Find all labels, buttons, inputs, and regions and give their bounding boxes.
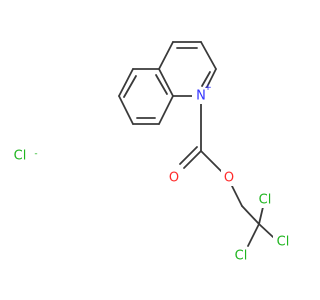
bond-ester-o-ch2: [231, 185, 243, 207]
cl-bottom-bg: [231, 248, 251, 264]
carbonyl-o-bg: [166, 166, 182, 182]
bond-c3-c2: [200, 41, 217, 70]
cl-right-bg: [273, 234, 293, 250]
bond-c4a-c4: [158, 41, 174, 70]
atom-labels: N + O O Cl Cl Cl Cl -: [14, 83, 293, 264]
bond-carbonyl-double-a: [183, 150, 202, 169]
bond-ch2-ccl3: [241, 205, 260, 225]
bonds: [118, 41, 274, 247]
bond-ccl3-cl-bottom: [247, 223, 260, 247]
nitrogen-charge-label: +: [204, 83, 212, 93]
cl-top-bg: [255, 192, 275, 208]
ester-oxygen-label: O: [224, 171, 234, 186]
bond-c8-c8a: [158, 95, 174, 125]
chlorine-bottom-label: Cl: [235, 249, 248, 264]
chloride-ion-label: Cl: [14, 149, 27, 164]
carbonyl-oxygen-label: O: [169, 171, 179, 186]
molecule-structure: N + O O Cl Cl Cl Cl -: [13, 41, 293, 264]
ester-o-bg: [221, 170, 237, 186]
bond-c6-c7: [118, 95, 134, 125]
bond-c8a-c4a-inner: [155, 74, 168, 95]
chloride-charge-label: -: [34, 149, 37, 159]
chlorine-top-label: Cl: [259, 193, 272, 208]
bond-carbonyl-double-b: [179, 146, 198, 165]
bond-ccl3-cl-top: [258, 206, 264, 225]
bond-c2-n1-inner: [201, 71, 211, 87]
bond-c8a-c4a: [158, 68, 174, 97]
chlorine-right-label: Cl: [277, 235, 290, 250]
bond-ccl3-cl-right: [258, 223, 274, 238]
bond-c5-c6-inner: [123, 75, 137, 98]
bond-carbonyl-c-ester-o: [200, 150, 224, 174]
bond-c2-n1: [205, 68, 217, 90]
n-label-bg: [192, 88, 210, 104]
bond-c5-c6: [118, 68, 134, 97]
nitrogen-atom-label: N: [196, 89, 206, 104]
